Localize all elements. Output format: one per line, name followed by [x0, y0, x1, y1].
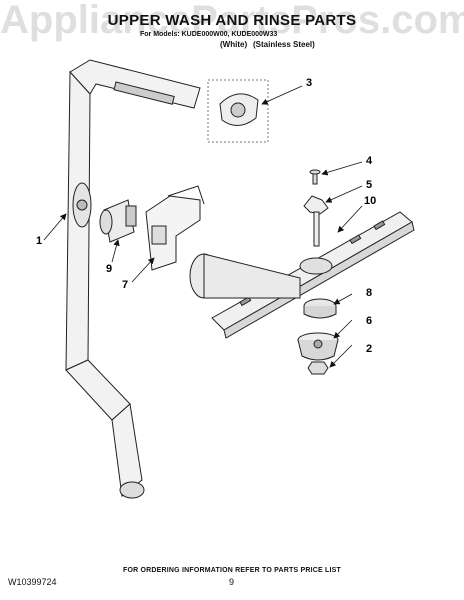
callout-9: 9	[106, 263, 112, 275]
callout-6: 6	[366, 315, 372, 327]
page-number: 9	[229, 577, 235, 587]
color-label-stainless: (Stainless Steel)	[253, 40, 315, 49]
screw-part-4	[309, 169, 321, 185]
callout-3: 3	[306, 77, 312, 89]
callout-8: 8	[366, 287, 372, 299]
document-number: W10399724	[8, 577, 57, 587]
models-subtitle: For Models: KUDE000W00, KUDE000W33	[140, 31, 278, 38]
page-title: UPPER WASH AND RINSE PARTS	[107, 12, 357, 29]
leader-lines	[43, 85, 363, 368]
bracket-part-7	[145, 185, 205, 271]
ring-part-8	[303, 298, 337, 319]
upper-wash-tube-part	[65, 59, 201, 499]
callout-5: 5	[366, 179, 372, 191]
ordering-note: FOR ORDERING INFORMATION REFER TO PARTS …	[122, 567, 342, 574]
clip-part-5	[303, 195, 329, 247]
callout-10: 10	[364, 195, 376, 207]
spray-assembly-part-3	[207, 79, 269, 143]
callout-4: 4	[366, 155, 373, 167]
mount-tube	[189, 253, 301, 299]
connector-part-9	[99, 199, 137, 243]
watermark: AppliancePartsPros.com	[0, 0, 464, 42]
callout-2: 2	[366, 343, 372, 355]
hub-part-6	[297, 332, 339, 361]
callout-7: 7	[122, 279, 128, 291]
nut-part-2	[307, 361, 329, 375]
spray-arm-part-10	[211, 211, 415, 339]
callout-1: 1	[36, 235, 42, 247]
color-label-white: (White)	[220, 40, 248, 49]
